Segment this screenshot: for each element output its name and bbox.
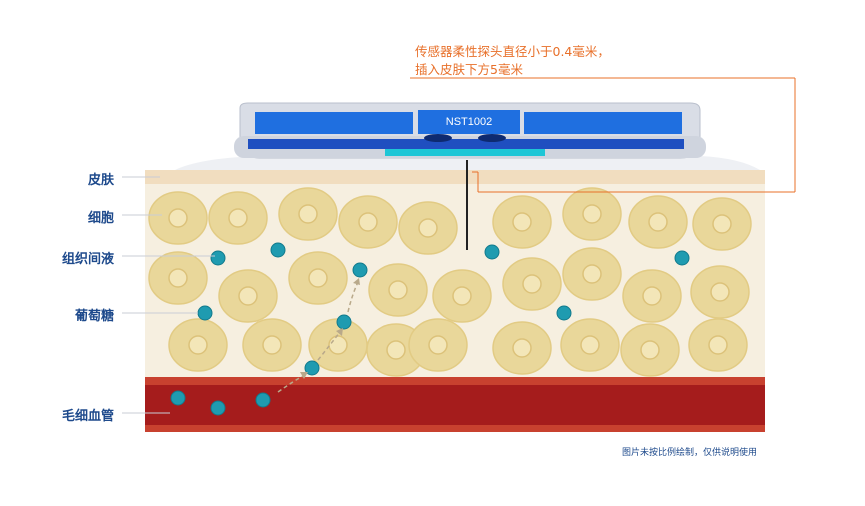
glucose-molecule-icon	[556, 305, 572, 321]
cell-icon	[168, 318, 228, 372]
cell-group	[148, 187, 752, 377]
device-model-label: NST1002	[445, 116, 493, 128]
cell-icon	[242, 318, 302, 372]
glucose-molecule-icon	[197, 305, 213, 321]
cell-icon	[368, 263, 428, 317]
glucose-molecule-icon	[674, 250, 690, 266]
cell-icon	[628, 195, 688, 249]
cell-icon	[492, 195, 552, 249]
callout-text: 传感器柔性探头直径小于0.4毫米， 插入皮肤下方5毫米	[415, 43, 610, 79]
glucose-molecule-icon	[210, 250, 226, 266]
cell-icon	[408, 318, 468, 372]
cell-icon	[288, 251, 348, 305]
cell-icon	[278, 187, 338, 241]
glucose-molecule-icon	[270, 242, 286, 258]
sensor-device	[234, 102, 706, 159]
glucose-molecule-icon	[352, 262, 368, 278]
cell-icon	[562, 247, 622, 301]
cell-icon	[688, 318, 748, 372]
cell-icon	[622, 269, 682, 323]
label-skin: 皮肤	[88, 173, 115, 188]
label-interstitial-fluid: 组织间液	[62, 252, 115, 267]
label-glucose: 葡萄糖	[75, 309, 115, 324]
cell-icon	[492, 321, 552, 375]
cell-icon	[398, 201, 458, 255]
label-capillary: 毛细血管	[62, 409, 115, 424]
callout-line-1: 传感器柔性探头直径小于0.4毫米，	[415, 44, 610, 59]
glucose-group	[170, 242, 690, 416]
cell-icon	[562, 187, 622, 241]
leader-lines	[122, 176, 215, 414]
cell-icon	[502, 257, 562, 311]
glucose-molecule-icon	[210, 400, 226, 416]
skin-layer	[145, 170, 765, 184]
vessel-wall-top	[145, 377, 765, 385]
glucose-molecule-icon	[255, 392, 271, 408]
cell-icon	[148, 191, 208, 245]
cell-icon	[692, 197, 752, 251]
flow-arrow-heads	[300, 278, 360, 379]
capillary-vessel	[145, 385, 765, 425]
cell-icon	[218, 269, 278, 323]
vessel-wall-bottom	[145, 425, 765, 432]
cell-icon	[560, 318, 620, 372]
cell-icon	[620, 323, 680, 377]
cell-icon	[338, 195, 398, 249]
cell-icon	[690, 265, 750, 319]
label-cell: 细胞	[88, 211, 115, 226]
callout-bracket	[410, 77, 796, 193]
glucose-molecule-icon	[304, 360, 320, 376]
footnote: 图片未按比例绘制，仅供说明使用	[622, 448, 758, 458]
glucose-molecule-icon	[484, 244, 500, 260]
cell-icon	[208, 191, 268, 245]
cell-icon	[148, 251, 208, 305]
cell-icon	[432, 269, 492, 323]
glucose-molecule-icon	[336, 314, 352, 330]
callout-line-2: 插入皮肤下方5毫米	[415, 62, 523, 77]
glucose-molecule-icon	[170, 390, 186, 406]
